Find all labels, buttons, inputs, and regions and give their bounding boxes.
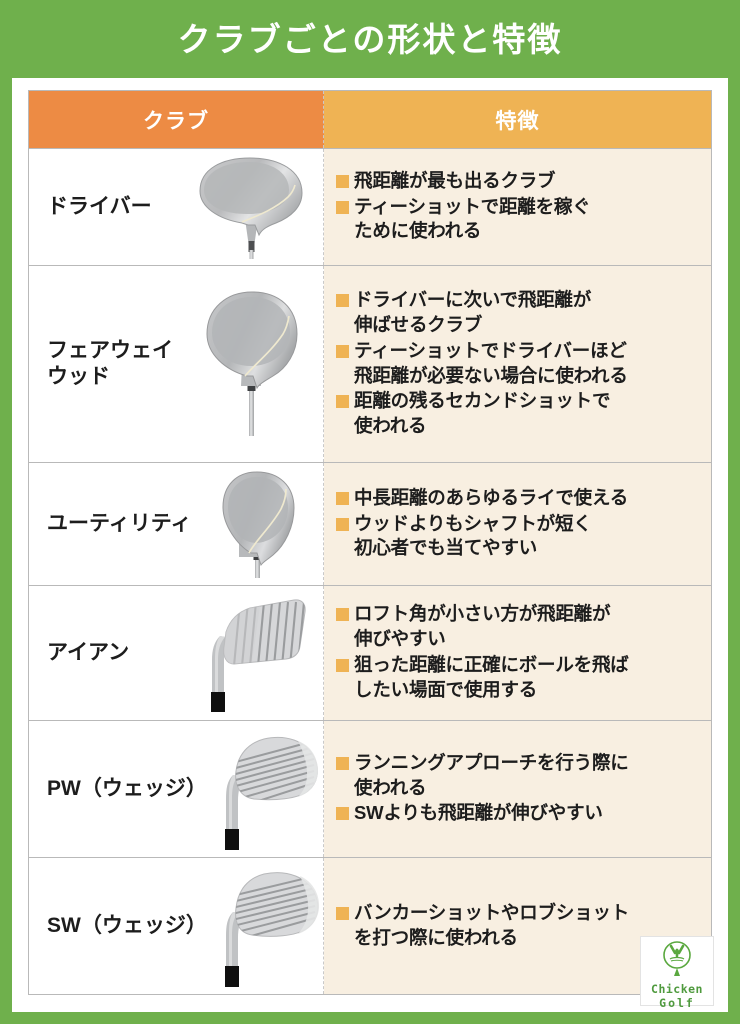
content-card: クラブ 特徴 ドライバー bbox=[12, 78, 728, 1012]
club-name-label: フェアウェイ ウッド bbox=[47, 338, 173, 388]
logo-line-1: Chicken bbox=[651, 982, 703, 996]
feature-cell: ランニングアプローチを行う際に 使われる SWよりも飛距離が伸びやすい bbox=[323, 720, 712, 858]
feature-list: ドライバーに次いで飛距離が 伸ばせるクラブ ティーショットでドライバーほど 飛距… bbox=[336, 288, 703, 439]
feature-text: 狙った距離に正確にボールを飛ば したい場面で使用する bbox=[354, 654, 629, 700]
driver-club-head-icon bbox=[185, 155, 317, 259]
bullet-square-icon bbox=[336, 174, 350, 188]
column-header-club: クラブ bbox=[27, 90, 325, 149]
feature-text: ウッドよりもシャフトが短く 初心者でも当てやすい bbox=[354, 512, 592, 559]
club-cell: SW（ウェッジ） bbox=[27, 857, 325, 995]
table-body: ドライバー bbox=[27, 148, 712, 995]
feature-text: 中長距離のあらゆるライで使える bbox=[354, 486, 628, 508]
list-item: ドライバーに次いで飛距離が 伸ばせるクラブ bbox=[336, 288, 703, 338]
list-item: 飛距離が最も出るクラブ bbox=[336, 169, 703, 194]
bullet-square-icon bbox=[336, 807, 350, 821]
feature-text: ランニングアプローチを行う際に 使われる bbox=[354, 751, 629, 798]
fairway-wood-club-head-icon bbox=[185, 272, 317, 456]
list-item: ティーショットでドライバーほど 飛距離が必要ない場合に使われる bbox=[336, 339, 703, 389]
club-cell: PW（ウェッジ） bbox=[27, 720, 325, 858]
club-name-label: ユーティリティ bbox=[47, 511, 192, 535]
bullet-square-icon bbox=[336, 756, 350, 770]
feature-text: ティーショットで距離を稼ぐ ために使われる bbox=[354, 195, 591, 242]
club-name-label: PW（ウェッジ） bbox=[47, 776, 207, 800]
bullet-square-icon bbox=[336, 200, 350, 214]
bullet-square-icon bbox=[336, 608, 350, 622]
table-row: ユーティリティ bbox=[27, 462, 712, 586]
iron-club-head-icon bbox=[185, 592, 317, 714]
table-row: ドライバー bbox=[27, 148, 712, 266]
bullet-square-icon bbox=[336, 344, 350, 358]
club-cell: ユーティリティ bbox=[27, 462, 325, 586]
list-item: 距離の残るセカンドショットで 使われる bbox=[336, 389, 703, 439]
feature-text: 飛距離が最も出るクラブ bbox=[354, 169, 556, 191]
feature-text: バンカーショットやロブショット を打つ際に使われる bbox=[354, 901, 630, 948]
feature-list: 中長距離のあらゆるライで使える ウッドよりもシャフトが短く 初心者でも当てやすい bbox=[336, 486, 703, 561]
pitching-wedge-club-head-icon bbox=[197, 727, 329, 851]
feature-text: 距離の残るセカンドショットで 使われる bbox=[354, 390, 611, 437]
page-title: クラブごとの形状と特徴 bbox=[177, 20, 563, 58]
feature-text: ティーショットでドライバーほど 飛距離が必要ない場合に使われる bbox=[354, 339, 628, 386]
bullet-square-icon bbox=[336, 517, 350, 531]
feature-cell: 中長距離のあらゆるライで使える ウッドよりもシャフトが短く 初心者でも当てやすい bbox=[323, 462, 712, 586]
table-header-row: クラブ 特徴 bbox=[27, 90, 712, 149]
feature-cell: 飛距離が最も出るクラブ ティーショットで距離を稼ぐ ために使われる bbox=[323, 148, 712, 266]
list-item: SWよりも飛距離が伸びやすい bbox=[336, 801, 703, 826]
feature-cell: ドライバーに次いで飛距離が 伸ばせるクラブ ティーショットでドライバーほど 飛距… bbox=[323, 265, 712, 463]
list-item: ランニングアプローチを行う際に 使われる bbox=[336, 751, 703, 801]
logo-line-2: Golf bbox=[659, 995, 695, 1010]
list-item: 狙った距離に正確にボールを飛ば したい場面で使用する bbox=[336, 653, 703, 703]
list-item: ウッドよりもシャフトが短く 初心者でも当てやすい bbox=[336, 512, 703, 562]
club-name-label: アイアン bbox=[47, 640, 130, 664]
table-row: SW（ウェッジ） bbox=[27, 857, 712, 995]
title-bar: クラブごとの形状と特徴 bbox=[12, 0, 728, 78]
club-cell: アイアン bbox=[27, 585, 325, 721]
club-cell: フェアウェイ ウッド bbox=[27, 265, 325, 463]
bullet-square-icon bbox=[336, 294, 350, 308]
bullet-square-icon bbox=[336, 395, 350, 409]
bullet-square-icon bbox=[336, 491, 350, 505]
club-cell: ドライバー bbox=[27, 148, 325, 266]
feature-text: ドライバーに次いで飛距離が 伸ばせるクラブ bbox=[354, 289, 592, 335]
sand-wedge-club-head-icon bbox=[197, 864, 329, 988]
bullet-square-icon bbox=[336, 906, 350, 920]
list-item: ティーショットで距離を稼ぐ ために使われる bbox=[336, 195, 703, 245]
column-header-feature: 特徴 bbox=[323, 90, 712, 149]
feature-list: 飛距離が最も出るクラブ ティーショットで距離を稼ぐ ために使われる bbox=[336, 169, 703, 244]
feature-text: SWよりも飛距離が伸びやすい bbox=[354, 802, 603, 824]
list-item: 中長距離のあらゆるライで使える bbox=[336, 486, 703, 511]
feature-text: ロフト角が小さい方が飛距離が 伸びやすい bbox=[354, 603, 611, 650]
feature-list: ロフト角が小さい方が飛距離が 伸びやすい 狙った距離に正確にボールを飛ば したい… bbox=[336, 602, 703, 702]
club-name-label: ドライバー bbox=[47, 194, 152, 218]
feature-list: ランニングアプローチを行う際に 使われる SWよりも飛距離が伸びやすい bbox=[336, 751, 703, 826]
table-row: PW（ウェッジ） bbox=[27, 720, 712, 858]
table-row: フェアウェイ ウッド bbox=[27, 265, 712, 463]
golf-ball-on-tee-icon bbox=[657, 940, 697, 983]
bullet-square-icon bbox=[336, 659, 350, 672]
list-item: ロフト角が小さい方が飛距離が 伸びやすい bbox=[336, 602, 703, 652]
feature-cell: ロフト角が小さい方が飛距離が 伸びやすい 狙った距離に正確にボールを飛ば したい… bbox=[323, 585, 712, 721]
list-item: バンカーショットやロブショット を打つ際に使われる bbox=[336, 901, 703, 951]
feature-list: バンカーショットやロブショット を打つ際に使われる bbox=[336, 901, 703, 951]
club-name-label: SW（ウェッジ） bbox=[47, 913, 207, 937]
brand-logo: Chicken Golf bbox=[640, 936, 714, 1008]
utility-club-head-icon bbox=[191, 469, 323, 579]
table-row: アイアン bbox=[27, 585, 712, 721]
club-comparison-table: クラブ 特徴 ドライバー bbox=[27, 90, 712, 995]
